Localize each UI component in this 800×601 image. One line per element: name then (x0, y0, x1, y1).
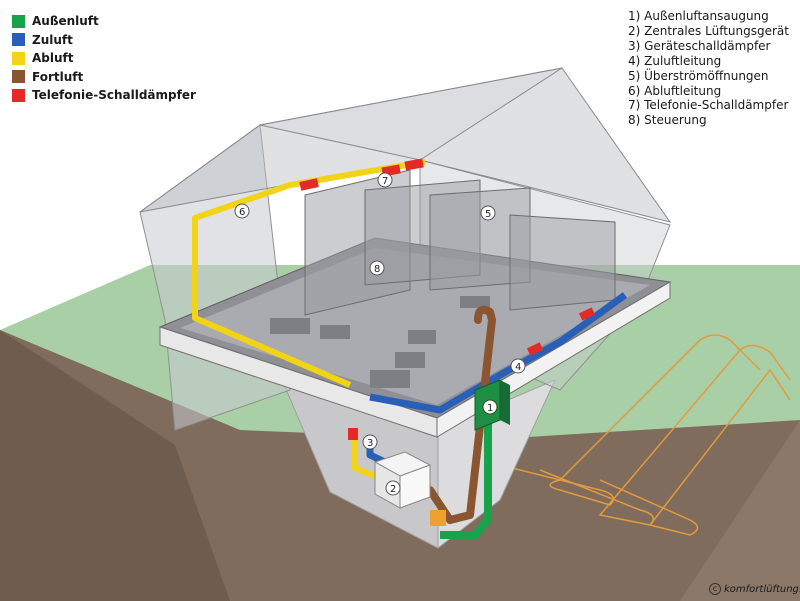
marker-6: 6 (234, 203, 250, 219)
marker-1: 1 (482, 399, 498, 415)
legend-label: Telefonie-Schalldämpfer (32, 88, 196, 103)
component-item: 4) Zuluftleitung (628, 53, 722, 68)
svg-text:7: 7 (382, 176, 388, 187)
legend: Außenluft Zuluft Abluft Fortluft Telefon… (12, 12, 196, 105)
svg-text:5: 5 (485, 209, 491, 220)
legend-swatch (12, 33, 25, 47)
legend-label: Außenluft (32, 14, 99, 29)
legend-swatch (12, 51, 25, 65)
marker-7: 7 (377, 172, 393, 188)
legend-item-telefonie-schalldaempfer: Telefonie-Schalldämpfer (12, 86, 196, 105)
copyright-icon: c (709, 583, 721, 595)
legend-label: Zuluft (32, 32, 73, 47)
component-item: 5) Überströmöffnungen (628, 68, 769, 83)
svg-text:1: 1 (487, 403, 493, 414)
ventilation-unit-side (399, 464, 431, 509)
marker-3: 3 (362, 434, 378, 450)
orange-fitting (430, 510, 446, 526)
svg-text:4: 4 (515, 362, 521, 373)
legend-swatch (12, 88, 25, 102)
legend-item-aussenluft: Außenluft (12, 12, 196, 31)
legend-item-abluft: Abluft (12, 49, 196, 68)
furniture (270, 296, 490, 388)
legend-swatch (12, 70, 25, 84)
component-item: 7) Telefonie-Schalldämpfer (628, 98, 789, 113)
svg-text:6: 6 (239, 207, 245, 218)
marker-4: 4 (510, 358, 526, 374)
outdoor-air-duct (440, 395, 492, 539)
marker-2: 2 (385, 480, 401, 496)
svg-text:2: 2 (390, 484, 396, 495)
ground-pit-front (0, 330, 230, 601)
interior-walls (304, 169, 616, 316)
svg-text:8: 8 (374, 264, 380, 275)
legend-swatch (12, 14, 25, 28)
svg-text:3: 3 (367, 438, 373, 449)
legend-label: Fortluft (32, 69, 84, 84)
air-intake-box-side (500, 380, 510, 425)
component-item: 8) Steuerung (628, 113, 707, 128)
copyright-text: komfortlüftung.at (724, 583, 800, 595)
component-list: 1) Außenluftansaugung 2) Zentrales Lüftu… (628, 9, 789, 128)
component-item: 1) Außenluftansaugung (628, 9, 769, 23)
floor-heating-coils (479, 334, 791, 536)
component-item: 3) Geräteschalldämpfer (628, 38, 771, 53)
marker-8: 8 (369, 260, 385, 276)
exhaust-duct (426, 305, 496, 524)
ground-pit-right (680, 420, 800, 601)
copyright-notice: c komfortlüftung.at (709, 583, 800, 595)
house-back-gable (259, 67, 563, 161)
legend-item-zuluft: Zuluft (12, 31, 196, 50)
component-item: 6) Abluftleitung (628, 83, 722, 98)
component-item: 2) Zentrales Lüftungsgerät (628, 23, 789, 38)
legend-item-fortluft: Fortluft (12, 68, 196, 87)
legend-label: Abluft (32, 51, 74, 66)
marker-5: 5 (480, 205, 496, 221)
